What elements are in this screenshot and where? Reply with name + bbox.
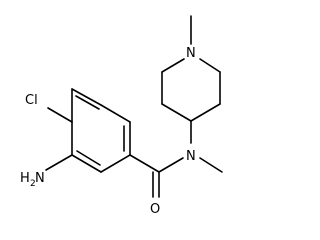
amide-methyl-bond bbox=[199, 157, 223, 173]
amine-label-subscript: 2 bbox=[30, 179, 36, 189]
ring-bond-2 bbox=[100, 104, 131, 123]
piperidine-bond-1 bbox=[161, 103, 192, 122]
carbonyl-oxygen-label: O bbox=[150, 202, 160, 217]
chlorine-label: Cl bbox=[25, 93, 38, 108]
amine-label-n: N bbox=[35, 171, 45, 186]
chlorine-bond bbox=[47, 107, 73, 123]
ring-bond-1-inner bbox=[75, 95, 100, 110]
molecule-diagram: Cl H 2 N N O N bbox=[20, 15, 223, 217]
amine-label-h: H bbox=[20, 171, 30, 186]
piperidine-bond-4 bbox=[199, 58, 221, 73]
aryl-carbonyl-bond bbox=[129, 154, 160, 173]
piperidine-nitrogen-label: N bbox=[186, 46, 196, 61]
structure-canvas: Cl H 2 N N O N bbox=[20, 15, 223, 217]
amine-bond bbox=[45, 154, 73, 171]
piperidine-bond-6 bbox=[190, 103, 221, 122]
piperidine-bond-3 bbox=[161, 58, 185, 73]
ring-bond-1 bbox=[71, 88, 102, 106]
ring-bond-5 bbox=[71, 154, 102, 173]
ring-bond-5-inner bbox=[76, 150, 101, 166]
amide-nitrogen-label: N bbox=[186, 149, 196, 164]
ring-bond-4 bbox=[100, 154, 131, 173]
carbonyl-amide-bond bbox=[158, 157, 184, 173]
